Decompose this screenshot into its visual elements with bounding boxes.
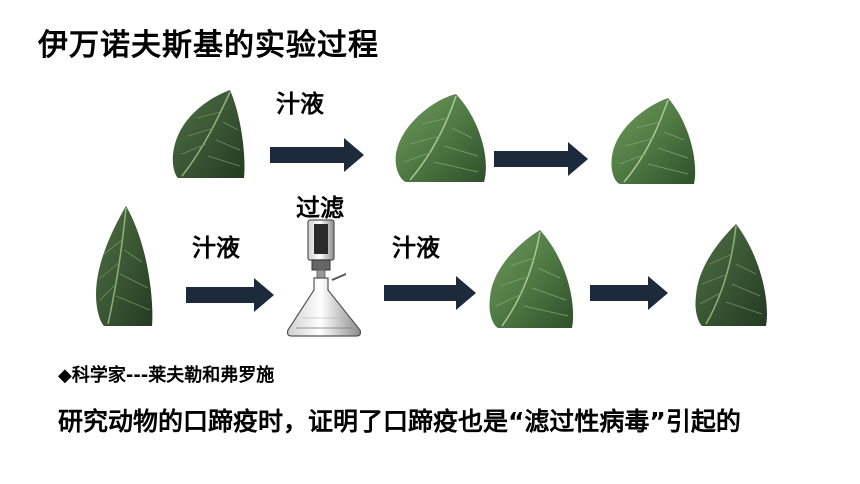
juice-label-3: 汁液 xyxy=(392,234,440,262)
right-arrow-icon xyxy=(186,278,274,312)
right-arrow-icon xyxy=(590,276,668,310)
page-title: 伊万诺夫斯基的实验过程 xyxy=(38,28,379,63)
right-arrow-icon xyxy=(270,138,364,172)
right-arrow-icon xyxy=(494,142,588,176)
right-arrow-icon xyxy=(384,276,476,310)
leaf-icon xyxy=(489,230,574,328)
description-text: 研究动物的口蹄疫时，证明了口蹄疫也是“滤过性病毒”引起的 xyxy=(58,407,741,436)
leaf-icon xyxy=(395,94,486,182)
juice-label-1: 汁液 xyxy=(276,90,324,118)
filter-label: 过滤 xyxy=(296,194,344,222)
scientist-credit: ◆科学家---莱夫勒和弗罗施 xyxy=(58,365,275,386)
leaf-icon xyxy=(695,224,767,326)
juice-label-2: 汁液 xyxy=(192,234,240,262)
leaf-icon xyxy=(96,206,153,326)
leaf-icon xyxy=(611,98,696,184)
filter-flask-icon xyxy=(286,219,362,337)
leaf-icon xyxy=(172,90,245,178)
